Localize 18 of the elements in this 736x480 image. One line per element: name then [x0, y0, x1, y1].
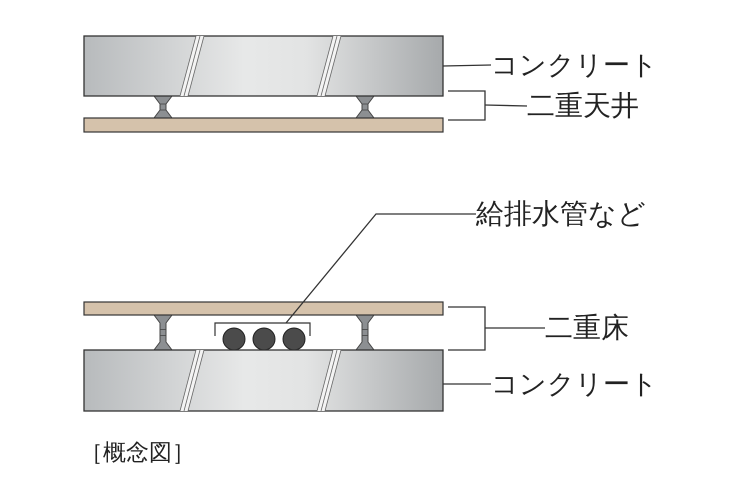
part-label: コンクリート	[491, 52, 658, 78]
part-label: 二重床	[545, 314, 629, 342]
floor-board	[83, 301, 444, 316]
leader-line	[443, 383, 491, 385]
bracket	[448, 90, 486, 121]
leader-line	[484, 104, 528, 107]
part-label: 二重天井	[527, 92, 639, 120]
part-label: 給排水管など	[476, 200, 646, 228]
pipe-group	[214, 322, 311, 350]
caption: ［概念図］	[80, 442, 195, 465]
bracket	[448, 306, 486, 351]
part-label: コンクリート	[491, 370, 658, 398]
leader-line	[442, 64, 492, 67]
ceiling-board	[83, 117, 444, 133]
concrete-slab	[83, 35, 444, 97]
concrete-slab	[83, 349, 444, 412]
leader-line	[286, 213, 476, 324]
leader-line	[485, 327, 545, 329]
